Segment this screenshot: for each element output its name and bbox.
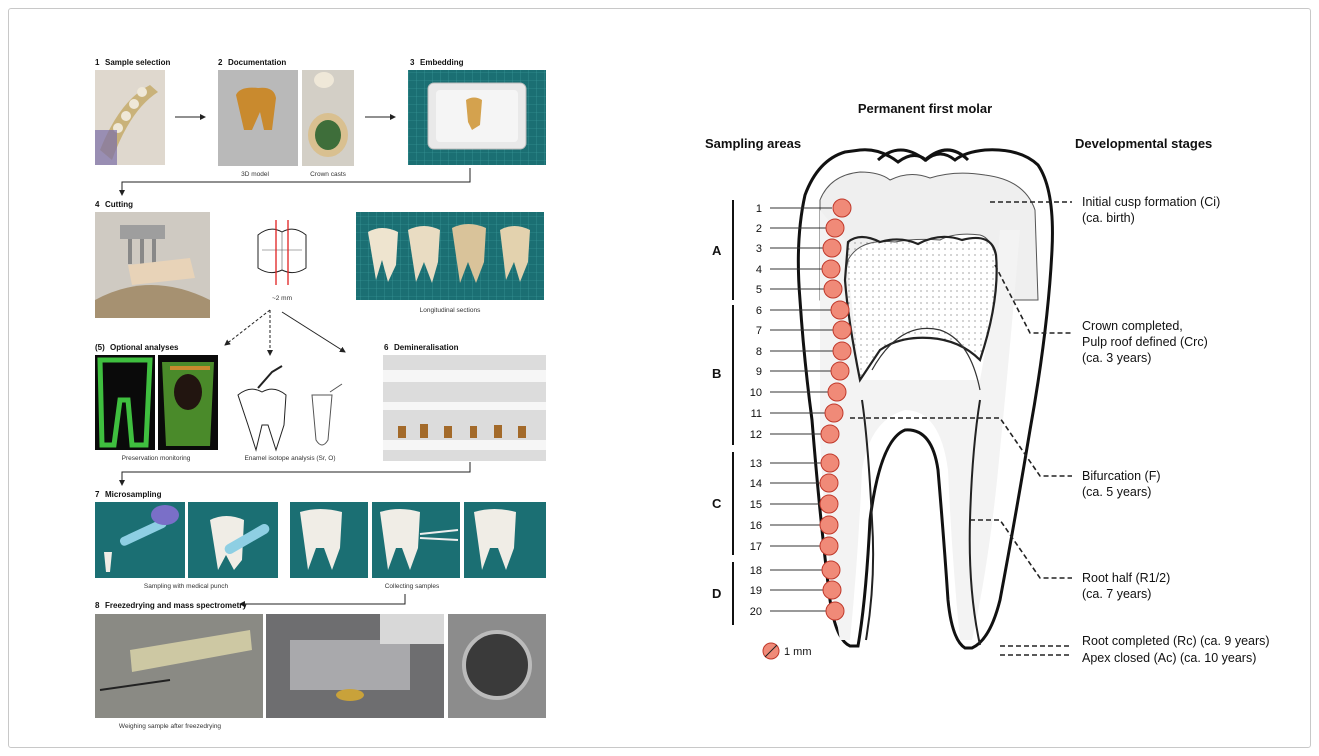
group-label-a: A [712, 243, 722, 258]
sample-number: 8 [756, 346, 762, 358]
diagram-title: Permanent first molar [858, 101, 992, 116]
step-1-number: 1 [95, 58, 100, 67]
step-3-number: 3 [410, 58, 415, 67]
caption-isotope: Enamel isotope analysis (Sr, O) [244, 455, 335, 462]
sample-number: 15 [750, 499, 762, 511]
caption-3d-model: 3D model [241, 171, 269, 178]
sample-number: 5 [756, 284, 762, 296]
scale-legend [763, 643, 779, 659]
step-1-title: Sample selection [105, 58, 170, 67]
model-3d-image [218, 70, 298, 166]
caption-collecting: Collecting samples [385, 583, 440, 590]
molar-diagram: Permanent first molar Sampling areas Dev… [705, 101, 1270, 665]
sampling-areas-header: Sampling areas [705, 136, 801, 151]
sample-number: 6 [756, 305, 762, 317]
punch-photos [95, 502, 278, 578]
group-label-d: D [712, 586, 721, 601]
step-3-title: Embedding [420, 58, 464, 67]
stage-r12-line1: Root half (R1/2) [1082, 571, 1170, 585]
step-7-number: 7 [95, 490, 100, 499]
caption-longitudinal: Longitudinal sections [420, 307, 481, 314]
stage-crc-line2: Pulp roof defined (Crc) [1082, 335, 1208, 349]
sample-number: 17 [750, 541, 762, 553]
scale-label: 1 mm [784, 646, 812, 658]
sample-number: 1 [756, 203, 762, 215]
preservation-images [95, 355, 218, 450]
cutting-photo [95, 212, 210, 318]
step-2-title: Documentation [228, 58, 286, 67]
group-label-b: B [712, 366, 721, 381]
sample-number: 19 [750, 585, 762, 597]
caption-preservation: Preservation monitoring [122, 455, 191, 462]
stage-f-line2: (ca. 5 years) [1082, 485, 1151, 499]
demineralisation-photo [383, 355, 546, 461]
sample-number: 12 [750, 429, 762, 441]
sample-number: 10 [750, 387, 762, 399]
arrow-optional-left [225, 310, 270, 345]
stage-r12-line2: (ca. 7 years) [1082, 587, 1151, 601]
cut-width-label: ~2 mm [272, 295, 292, 302]
workflow-panel: 1 Sample selection 2 Documentation 3D mo… [95, 58, 546, 730]
step-8-number: 8 [95, 601, 100, 610]
arrow-to-demineralisation [282, 312, 345, 352]
sample-number: 16 [750, 520, 762, 532]
arrow-6-7 [122, 462, 470, 485]
arrow-7-8 [240, 594, 405, 604]
crown-casts-image [302, 70, 354, 166]
arrow-3-4 [122, 168, 470, 195]
cut-diagram [258, 220, 306, 285]
sample-number: 14 [750, 478, 762, 490]
stage-crc-line1: Crown completed, [1082, 319, 1183, 333]
step-6-title: Demineralisation [394, 343, 459, 352]
step-5-number: (5) [95, 343, 105, 352]
sample-number: 13 [750, 458, 762, 470]
stage-ci-line2: (ca. birth) [1082, 211, 1135, 225]
step-7-title: Microsampling [105, 490, 162, 499]
sample-selection-photo [95, 70, 165, 165]
developmental-stages-header: Developmental stages [1075, 136, 1212, 151]
step-5-title: Optional analyses [110, 343, 179, 352]
sample-number: 9 [756, 366, 762, 378]
collecting-photos [290, 502, 546, 578]
step-2-number: 2 [218, 58, 223, 67]
group-label-c: C [712, 496, 722, 511]
stage-rc-label: Root completed (Rc) (ca. 9 years) [1082, 634, 1270, 648]
embedding-photo [408, 70, 546, 165]
step-6-number: 6 [384, 343, 389, 352]
stage-f-line1: Bifurcation (F) [1082, 469, 1161, 483]
stage-ci-line1: Initial cusp formation (Ci) [1082, 195, 1220, 209]
sample-number: 2 [756, 223, 762, 235]
sample-number: 18 [750, 565, 762, 577]
freezedrying-photos [95, 614, 546, 718]
sample-number: 20 [750, 606, 762, 618]
sample-number: 11 [751, 408, 762, 420]
step-4-number: 4 [95, 200, 100, 209]
stage-crc-line3: (ca. 3 years) [1082, 351, 1151, 365]
step-8-title: Freezedrying and mass spectrometry [105, 601, 247, 610]
sample-number: 7 [756, 325, 762, 337]
longitudinal-sections-photo [356, 212, 544, 300]
caption-crown-casts: Crown casts [310, 171, 347, 178]
stage-ac-label: Apex closed (Ac) (ca. 10 years) [1082, 651, 1256, 665]
caption-weighing: Weighing sample after freezedrying [119, 723, 222, 730]
step-4-title: Cutting [105, 200, 133, 209]
isotope-drawing [238, 366, 342, 450]
sample-numbers: 1 2 3 4 5 6 7 8 9 10 11 12 13 14 15 16 1… [750, 203, 762, 618]
sample-number: 3 [756, 243, 762, 255]
caption-punch: Sampling with medical punch [144, 583, 229, 590]
sample-number: 4 [756, 264, 762, 276]
